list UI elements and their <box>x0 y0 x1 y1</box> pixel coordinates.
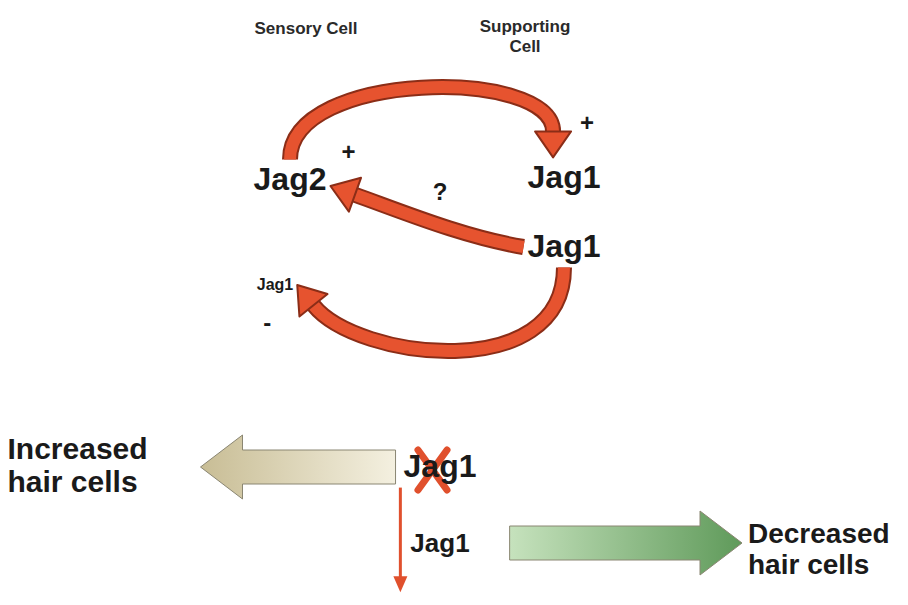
gene-label: Jag1 <box>528 160 601 195</box>
arrow-connector <box>510 511 742 575</box>
gene-label: Jag2 <box>254 162 327 197</box>
supporting-cell-cylinder: Supporting CellJag1Jag1 <box>415 5 635 350</box>
arrow-connector <box>290 87 571 159</box>
cell-title: Supporting Cell <box>470 17 580 56</box>
sign-label: - <box>263 310 271 336</box>
sign-label: + <box>580 110 594 136</box>
gene-label: Jag1 <box>257 276 293 294</box>
arrow-connector <box>201 435 396 499</box>
outcome-text: Decreased hair cells <box>748 519 904 581</box>
arrow-connector <box>330 178 523 247</box>
outcome-text: Increased hair cells <box>8 432 193 498</box>
gene-label: Jag1 <box>528 160 601 195</box>
outcome-text: Increased hair cells <box>8 432 193 498</box>
outcome-text: Decreased hair cells <box>748 519 904 581</box>
gene-label: Jag1 <box>528 229 601 264</box>
knockout-gene-label: Jag1 <box>404 449 477 484</box>
knockout-gene-label: Jag1 <box>404 449 477 484</box>
sensory-cell-cylinder: Sensory CellJag2Jag1 <box>195 5 417 350</box>
reduced-gene-label: Jag1 <box>410 529 469 558</box>
reduced-gene-label: Jag1 <box>410 529 469 558</box>
sign-label: + <box>341 139 355 165</box>
question-mark: ? <box>433 179 448 205</box>
cylinder-shape <box>415 5 635 350</box>
gene-label: Jag2 <box>254 162 327 197</box>
cell-title: Sensory Cell <box>231 19 381 39</box>
gene-label: Jag1 <box>257 276 293 294</box>
arrow-connector <box>393 488 407 593</box>
arrow-connector <box>297 268 564 351</box>
gene-label: Jag1 <box>528 229 601 264</box>
